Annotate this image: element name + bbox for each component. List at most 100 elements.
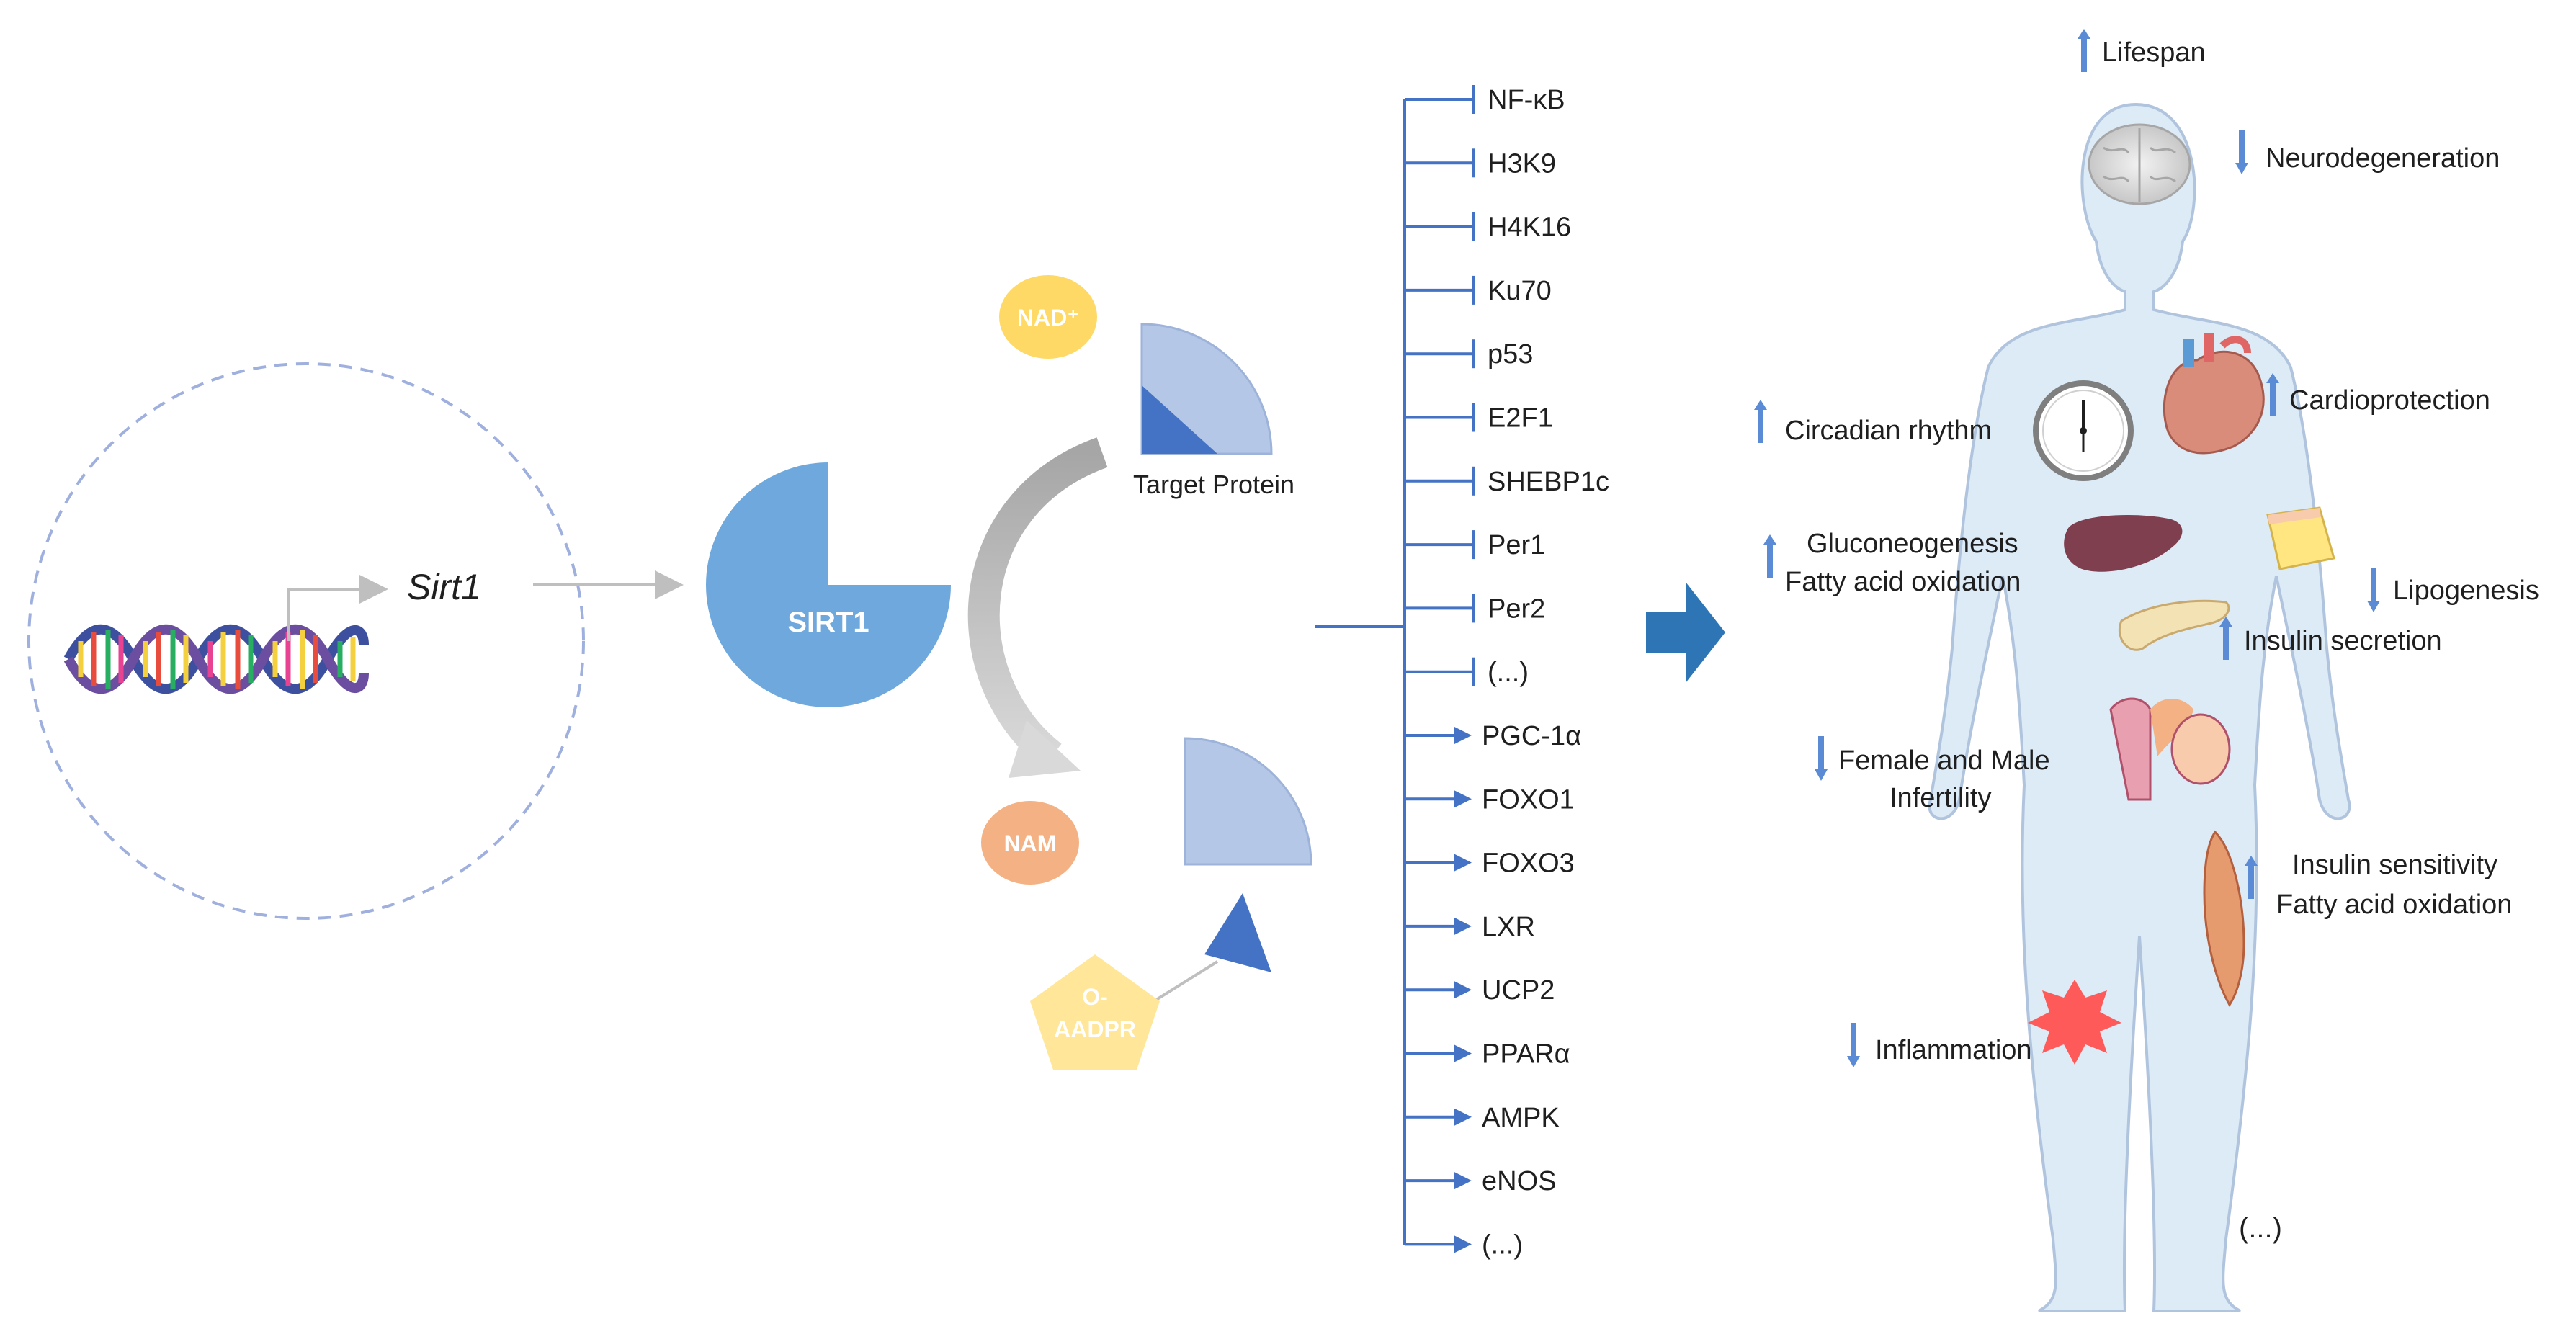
- effect-gluconeogenesis: Gluconeogenesis Fatty acid oxidation: [1763, 529, 2021, 597]
- effects-arrow: [1646, 582, 1725, 683]
- oaadpr-label-line1: O-: [1082, 984, 1108, 1010]
- arrow-head: [2266, 373, 2279, 383]
- target-protein-deacetylated: [1184, 737, 1312, 866]
- target-label: eNOS: [1482, 1166, 1556, 1196]
- target-label: PPARα: [1482, 1039, 1570, 1070]
- target-item: Ku70: [1405, 275, 1552, 306]
- arrow-up-icon: [2078, 29, 2090, 72]
- clock-icon: [2033, 380, 2134, 481]
- oaadpr-label-line2: AADPR: [1054, 1016, 1136, 1042]
- nucleus-dashed-circle: [27, 362, 585, 920]
- target-label: (...): [1482, 1230, 1523, 1260]
- liver-icon: [2064, 515, 2183, 572]
- target-item: eNOS: [1405, 1166, 1556, 1196]
- target-item: PPARα: [1405, 1039, 1570, 1070]
- effect-cardioprotection-label: Cardioprotection: [2289, 385, 2490, 416]
- nucleus: [27, 362, 585, 920]
- target-label: LXR: [1482, 912, 1535, 942]
- target-label: FOXO1: [1482, 784, 1575, 815]
- effect-cardioprotection: Cardioprotection: [2266, 373, 2490, 416]
- effect-circadian-rhythm-label: Circadian rhythm: [1785, 416, 1992, 446]
- acetyl-group: [1155, 893, 1271, 1001]
- arrow-down-icon: [1815, 736, 1828, 781]
- target-item: Per1: [1405, 530, 1545, 560]
- heart-icon: [2163, 333, 2265, 455]
- target-label: p53: [1488, 339, 1533, 370]
- arrow-shaft: [2270, 382, 2276, 416]
- nam-molecule: NAM: [981, 801, 1079, 885]
- target-item: NF-κB: [1405, 85, 1565, 115]
- arrow-up-icon: [2245, 856, 2258, 899]
- target-item: FOXO1: [1405, 784, 1575, 815]
- target-label: UCP2: [1482, 975, 1555, 1006]
- reaction-arrow: [967, 437, 1108, 778]
- target-label: Per1: [1488, 530, 1545, 560]
- arrow-shaft: [1818, 736, 1824, 771]
- target-item: UCP2: [1405, 975, 1555, 1006]
- effect-circadian-rhythm: Circadian rhythm: [1754, 400, 1992, 446]
- arrow-shaft: [2248, 864, 2254, 899]
- effect-lipogenesis-label: Lipogenesis: [2393, 576, 2539, 606]
- arrow-head: [2219, 617, 2232, 627]
- dna-icon: [63, 624, 369, 694]
- target-item: E2F1: [1405, 403, 1553, 434]
- nam-label: NAM: [1004, 831, 1057, 856]
- arrow-shaft: [2371, 568, 2376, 602]
- effect-infertility-label-line1: Female and Male: [1838, 746, 2050, 776]
- target-bracket: [1315, 99, 1406, 1245]
- arrow-shaft: [1767, 543, 1773, 578]
- arrow-head: [2245, 856, 2258, 866]
- target-item: (...): [1405, 1230, 1523, 1260]
- arrow-down-icon: [2367, 568, 2380, 612]
- target-label: E2F1: [1488, 403, 1553, 434]
- arrow-head: [1754, 400, 1767, 410]
- nad-label: NAD⁺: [1017, 305, 1079, 331]
- target-item: H4K16: [1405, 212, 1571, 243]
- effect-lifespan-label: Lifespan: [2102, 37, 2206, 68]
- target-protein-acetylated: Target Protein: [1133, 323, 1294, 499]
- nad-molecule: NAD⁺: [999, 275, 1097, 359]
- arrow-down-icon: [2235, 130, 2248, 174]
- brain-icon: [2088, 123, 2191, 205]
- target-item: LXR: [1405, 912, 1535, 942]
- target-label: PGC-1α: [1482, 721, 1581, 751]
- target-label: SHEBP1c: [1488, 467, 1609, 497]
- reproductive-organs-icon: [2109, 697, 2231, 801]
- effect-infertility: Female and Male Infertility: [1815, 736, 2050, 813]
- arrow-down-icon: [1847, 1023, 1860, 1067]
- arrow-head: [1763, 534, 1776, 545]
- target-item: AMPK: [1405, 1103, 1560, 1133]
- target-item: PGC-1α: [1405, 721, 1581, 751]
- muscle-icon: [2203, 830, 2245, 1007]
- arrow-head: [2235, 163, 2248, 174]
- effect-infertility-label-line2: Infertility: [1889, 783, 1991, 813]
- arrow-shaft: [1758, 408, 1763, 443]
- target-label: H4K16: [1488, 212, 1571, 243]
- target-protein-label: Target Protein: [1133, 470, 1294, 499]
- sirt1-label: SIRT1: [787, 606, 869, 638]
- target-item: SHEBP1c: [1405, 466, 1609, 497]
- target-item: H3K9: [1405, 148, 1556, 179]
- effect-insulin-secretion: Insulin secretion: [2219, 617, 2442, 660]
- effect-inflammation-label: Inflammation: [1875, 1035, 2032, 1065]
- target-label: H3K9: [1488, 148, 1556, 179]
- effect-neurodegeneration: Neurodegeneration: [2235, 130, 2500, 174]
- target-item: Per2: [1405, 594, 1545, 624]
- arrow-head: [2367, 601, 2380, 612]
- effect-neurodegeneration-label: Neurodegeneration: [2266, 143, 2500, 174]
- effect-insulin-sensitivity-label: Insulin sensitivity: [2292, 850, 2497, 880]
- target-item: FOXO3: [1405, 849, 1575, 879]
- target-item: p53: [1405, 339, 1533, 370]
- effect-lifespan: Lifespan: [2078, 29, 2206, 72]
- target-label: (...): [1488, 658, 1529, 688]
- effects-more-label: (...): [2239, 1212, 2282, 1244]
- target-label: Ku70: [1488, 276, 1552, 306]
- effect-insulin-secretion-label: Insulin secretion: [2244, 626, 2442, 656]
- target-label: NF-κB: [1488, 85, 1565, 115]
- pancreas-icon: [2118, 599, 2230, 651]
- sirt1-enzyme: SIRT1: [706, 462, 951, 707]
- effect-insulin-sensitivity-fao-label: Fatty acid oxidation: [2276, 890, 2512, 920]
- gene-label: Sirt1: [407, 567, 481, 607]
- effect-lipogenesis: Lipogenesis: [2367, 568, 2539, 612]
